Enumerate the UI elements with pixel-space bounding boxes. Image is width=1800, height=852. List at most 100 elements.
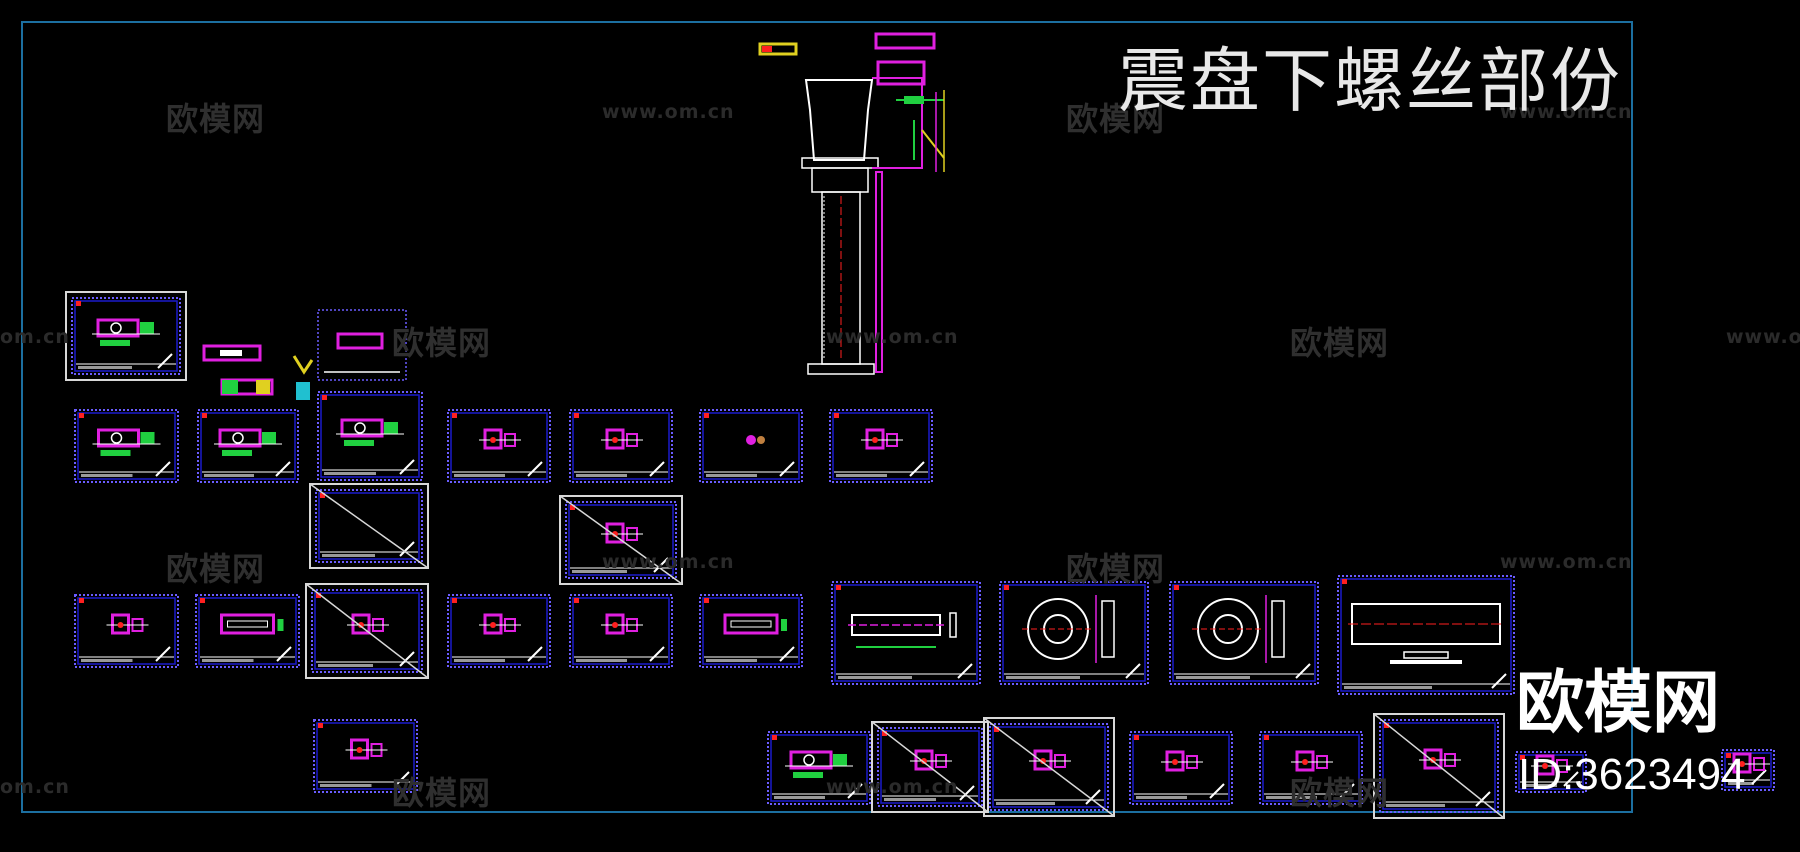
sheet-border	[447, 409, 551, 483]
part-marker	[358, 622, 364, 628]
part-fill	[100, 450, 131, 456]
sheet-corner-mark	[1264, 735, 1269, 740]
loose-part	[296, 382, 310, 400]
sheet-corner-mark	[574, 598, 579, 603]
title-block-text	[78, 366, 132, 369]
sheet-border	[1515, 751, 1587, 793]
sheet-border	[829, 409, 933, 483]
drawing-sheet	[195, 594, 300, 668]
sheet-inner-border	[74, 300, 178, 372]
drawing-sheet	[447, 409, 551, 483]
sheet-inner-border	[1262, 734, 1360, 802]
sheet-inner-border	[568, 504, 674, 576]
selection-frame	[559, 495, 683, 585]
watermark-text: 欧模网	[1066, 100, 1166, 138]
title-block-mark	[959, 785, 975, 801]
sheet-inner-border	[450, 412, 548, 480]
part-outline	[914, 749, 934, 771]
drawing-sheet	[1721, 749, 1775, 791]
selection-diagonal	[1373, 713, 1505, 819]
loose-parts	[202, 309, 407, 400]
part-outline	[1295, 750, 1315, 772]
part-detail	[227, 620, 268, 628]
title-block-mark	[399, 459, 415, 475]
sheet-corner-mark	[704, 413, 709, 418]
bracket-frame	[872, 77, 923, 169]
drawing-sheet	[999, 581, 1149, 685]
sheet-corner-mark	[318, 723, 323, 728]
sheet-corner-mark	[994, 727, 999, 732]
sheet-border	[313, 719, 418, 793]
watermark-url: www.om.cn	[1726, 326, 1800, 348]
sheet-border	[1259, 731, 1363, 805]
sheet-border	[569, 409, 673, 483]
title-block-text	[996, 802, 1055, 805]
title-block-mark	[653, 557, 669, 573]
loose-part-fill	[222, 380, 238, 394]
drawing-sheet	[569, 594, 673, 668]
sheet-border	[989, 723, 1109, 811]
watermark-text: 欧模网	[1066, 550, 1166, 588]
title-block-text	[81, 659, 133, 662]
part-fill	[262, 432, 276, 444]
selection-diagonal	[305, 583, 429, 679]
drawing-sheet	[871, 721, 989, 813]
sheet-border	[195, 594, 300, 668]
drawing-sheet	[313, 719, 418, 793]
part-fill	[277, 619, 284, 631]
sheet-inner-border	[316, 722, 415, 790]
part-hole	[110, 432, 123, 444]
sheet-corner-mark	[574, 413, 579, 418]
sheet-border	[71, 297, 181, 375]
sheet-inner-border	[1340, 578, 1512, 692]
title-block-mark	[157, 353, 173, 369]
title-block-mark	[1339, 783, 1355, 799]
drawing-sheet	[74, 594, 179, 668]
drawing-title: 震盘下螺丝部份	[1118, 40, 1622, 122]
part-marker	[117, 622, 124, 628]
sheet-border	[569, 594, 673, 668]
drawing-sheet	[1515, 751, 1587, 793]
part-outline	[220, 613, 275, 635]
title-block-text	[1006, 676, 1080, 679]
watermark-url: www.om.cn	[602, 551, 735, 573]
sheet-corner-mark	[1174, 585, 1179, 590]
part-marker	[1302, 759, 1308, 765]
title-block-text	[706, 474, 757, 477]
loose-part-detail	[220, 350, 242, 356]
selection-diagonal	[983, 717, 1115, 817]
part-outline	[218, 428, 262, 448]
drawing-sheet	[1129, 731, 1233, 805]
sheet-inner-border	[834, 584, 978, 682]
part-outline	[97, 428, 140, 448]
watermark-url: www.om.cn	[1500, 101, 1633, 123]
title-block-text	[838, 676, 912, 679]
sheet-border	[447, 594, 551, 668]
sheet-border	[74, 409, 179, 483]
drawing-sheets	[65, 291, 1775, 819]
part-outline	[1033, 749, 1053, 771]
sheet-inner-border	[702, 412, 800, 480]
title-block-text	[1386, 804, 1445, 807]
sheet-corner-mark	[322, 395, 327, 400]
sheet-corner-mark	[320, 493, 325, 498]
sheet-corner-mark	[772, 735, 777, 740]
selection-frame	[65, 291, 187, 381]
title-block-text	[706, 659, 757, 662]
sheet-corner-mark	[1384, 723, 1389, 728]
drawing-sheet	[1259, 731, 1363, 805]
title-block-text	[204, 474, 254, 477]
part-outline	[351, 613, 371, 635]
part-outline	[605, 613, 625, 635]
sheet-inner-border	[832, 412, 930, 480]
part-marker	[1739, 761, 1745, 767]
sheet-corner-mark	[1726, 753, 1731, 758]
title-block-text	[1728, 782, 1754, 785]
part-outline	[483, 613, 503, 635]
watermark-url: om.cn	[0, 776, 70, 798]
title-block-text	[576, 659, 627, 662]
drawing-sheet	[309, 483, 429, 569]
drawing-sheet	[305, 583, 429, 679]
part-marker	[612, 437, 618, 443]
drawing-sheet	[317, 391, 423, 481]
